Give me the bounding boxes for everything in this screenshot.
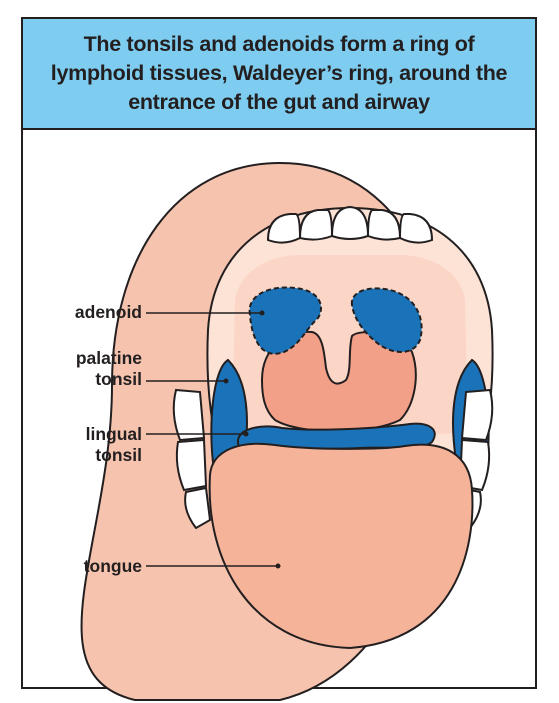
label-palatine-tonsil: palatine tonsil [75,348,142,389]
label-adenoid: adenoid [74,302,142,322]
upper-teeth [266,205,434,244]
tongue [208,442,474,650]
adenoid-left [248,286,323,355]
pointer-lines [146,312,278,567]
label-lingual-tonsil: lingual tonsil [85,424,142,465]
adenoid-right [350,287,423,353]
label-tongue: tongue [83,556,142,576]
figure-title: The tonsils and adenoids form a ring of … [50,32,508,114]
title-banner: The tonsils and adenoids form a ring of … [23,19,535,130]
pointer-dots [223,310,281,569]
